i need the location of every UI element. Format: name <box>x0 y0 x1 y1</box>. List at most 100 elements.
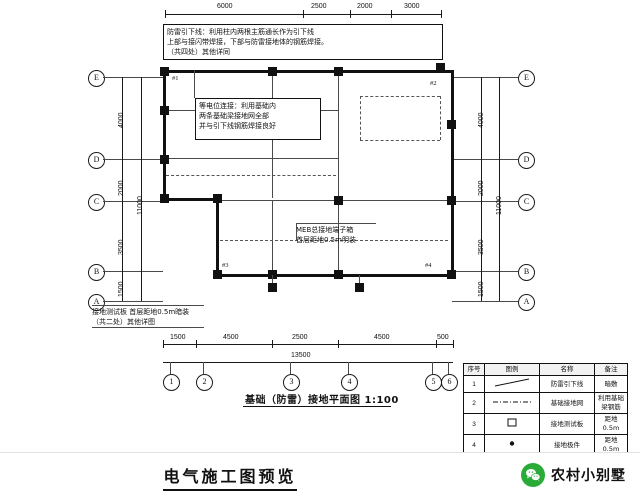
dim-bottom-3: 2500 <box>292 334 308 341</box>
legend-no: 1 <box>463 375 485 393</box>
column-marker <box>268 67 277 76</box>
dim-top-2: 2500 <box>311 3 327 10</box>
grid-line-E-right <box>452 77 518 78</box>
grid-leader-4 <box>348 362 349 374</box>
column-marker <box>436 63 445 72</box>
banner-title: 电气施工图预览 <box>0 453 460 499</box>
dim-line-right-inner <box>481 77 482 301</box>
earth-lead <box>359 275 360 283</box>
legend-remark: 暗敷 <box>594 375 628 393</box>
grid-bubble-5: 5 <box>425 374 442 391</box>
dash-dot-line-icon-svg <box>493 401 531 403</box>
dim-left-2000: 2000 <box>118 180 125 196</box>
grid-bubble-A-right: A <box>518 294 535 311</box>
note-meb-terminal-box: MEB总接地端子箱 首层距地0.5m明装 <box>296 225 356 245</box>
label-ref-1: #1 <box>172 75 179 82</box>
legend-no: 3 <box>463 413 485 435</box>
grid-bubble-3: 3 <box>283 374 300 391</box>
dim-tick <box>350 10 351 18</box>
dim-right-3500: 3500 <box>478 239 485 255</box>
note-meb-leader <box>296 223 297 241</box>
grid-line-B-right <box>452 271 518 272</box>
note-lightning-downlead: 防雷引下线：利用柱内两根主筋通长作为引下线 上部与接闪带焊接，下部与防雷接地体的… <box>163 24 443 60</box>
grid-bubble-4: 4 <box>341 374 358 391</box>
partition-5 <box>339 200 451 201</box>
dim-left-3500: 3500 <box>118 239 125 255</box>
dim-top-4: 3000 <box>404 3 420 10</box>
dim-tick <box>303 10 304 18</box>
grid-line-D <box>103 159 163 160</box>
dim-right-4000: 4000 <box>478 112 485 128</box>
grid-leader-2 <box>203 362 204 374</box>
dim-line-bottom-inner <box>163 344 453 345</box>
grid-bubble-C-right: C <box>518 194 535 211</box>
grid-line-C-right <box>452 201 518 202</box>
dim-line-left-outer <box>141 77 142 301</box>
wechat-account[interactable]: 农村小别墅 <box>521 463 626 487</box>
column-marker <box>334 67 343 76</box>
dim-bottom-2: 4500 <box>223 334 239 341</box>
wechat-logo-icon <box>521 463 545 487</box>
square-box-icon <box>484 413 540 435</box>
legend-remark: 利用基础梁钢筋 <box>594 392 628 414</box>
dim-bottom-total: 13500 <box>291 352 311 359</box>
dim-right-1500: 1500 <box>478 281 485 297</box>
legend-row: 2 基础接地网 利用基础梁钢筋 <box>463 392 628 414</box>
note-equipotential-bonding: 等电位连接：利用基础内 两条基础梁接地网全部 并与引下线钢筋焊接良好 <box>195 98 321 140</box>
dim-bottom-1: 1500 <box>170 334 186 341</box>
legend-name: 防雷引下线 <box>539 375 595 393</box>
dim-line-right-outer <box>499 77 500 301</box>
column-marker <box>160 194 169 203</box>
earth-test-box <box>268 283 277 292</box>
dim-line-left-inner <box>122 77 123 301</box>
dim-tick <box>436 340 437 348</box>
legend-no: 2 <box>463 392 485 414</box>
square-box-icon-svg <box>507 418 517 427</box>
legend-header-no: 序号 <box>463 363 485 376</box>
note-bl-underline <box>92 305 204 306</box>
dim-bottom-4: 4500 <box>374 334 390 341</box>
column-marker <box>160 155 169 164</box>
grid-bubble-6: 6 <box>441 374 458 391</box>
wall-right <box>451 70 454 275</box>
legend-row: 1 防雷引下线 暗敷 <box>463 375 628 393</box>
grid-bubble-E-right: E <box>518 70 535 87</box>
legend-name: 接地测试板 <box>539 413 595 435</box>
column-marker <box>334 196 343 205</box>
grid-bubble-1: 1 <box>163 374 180 391</box>
note-meb-text: MEB总接地端子箱 首层距地0.5m明装 <box>296 226 356 244</box>
column-marker <box>334 270 343 279</box>
dot-marker-icon-svg <box>509 441 515 446</box>
grid-leader-5 <box>432 362 433 374</box>
dim-right-2000: 2000 <box>478 180 485 196</box>
label-ref-4: #4 <box>425 262 432 269</box>
dim-left-1500: 1500 <box>118 281 125 297</box>
grid-line-E <box>103 77 163 78</box>
hidden-line-5 <box>166 175 336 176</box>
label-ref-2: #2 <box>430 80 437 87</box>
bottom-banner: 电气施工图预览 农村小别墅 <box>0 452 640 499</box>
grid-bubble-2: 2 <box>196 374 213 391</box>
hidden-line-3 <box>360 96 361 140</box>
grid-bubble-E-left: E <box>88 70 105 87</box>
grid-line-C <box>103 201 163 202</box>
plan-title-underline <box>243 406 391 407</box>
wall-mid-left <box>163 198 218 201</box>
grid-bubble-D-right: D <box>518 152 535 169</box>
column-marker <box>160 106 169 115</box>
partition-2 <box>164 158 339 159</box>
column-marker <box>447 196 456 205</box>
dim-tick <box>163 340 164 348</box>
grid-line-B <box>103 271 163 272</box>
wechat-account-name: 农村小别墅 <box>551 468 626 484</box>
plan-title: 基础（防雷）接地平面图 1:100 <box>245 395 399 406</box>
column-marker <box>447 120 456 129</box>
column-marker <box>160 67 169 76</box>
grid-bubble-B-left: B <box>88 264 105 281</box>
grid-leader-3 <box>290 362 291 374</box>
earth-lead <box>272 275 273 283</box>
column-marker <box>213 270 222 279</box>
legend-header-remark: 备注 <box>594 363 628 376</box>
dash-dot-line-icon <box>484 392 540 414</box>
